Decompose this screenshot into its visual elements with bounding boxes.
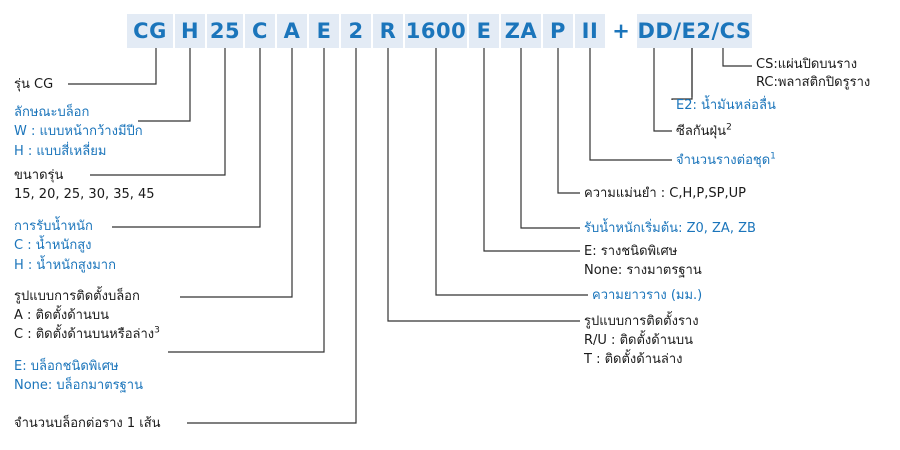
code-segment-za: ZA xyxy=(501,14,541,48)
line-rail-type xyxy=(483,48,580,252)
line-rails xyxy=(589,48,672,161)
code-segment-c: C xyxy=(245,14,275,48)
code-segment-a: A xyxy=(277,14,307,48)
label-series: รุ่น CG xyxy=(14,77,54,92)
code-segment-e: E xyxy=(309,14,339,48)
label-load-c: C : น้ำหนักสูง xyxy=(14,238,92,253)
label-block-type-w: W : แบบหน้ากว้างมีปีก xyxy=(14,124,143,139)
code-segment-r: R xyxy=(373,14,403,48)
code-segment-e-rail: E xyxy=(469,14,499,48)
label-rails-per-set: จำนวนรางต่อชุด1 xyxy=(676,151,776,168)
label-cover-rc: RC:พลาสติกปิดรูราง xyxy=(756,75,871,90)
label-rail-type-e: E: รางชนิดพิเศษ xyxy=(584,244,678,259)
code-segment-1600: 1600 xyxy=(405,14,467,48)
line-preload xyxy=(520,48,580,229)
label-mount-c: C : ติดตั้งด้านบนหรือล่าง3 xyxy=(14,325,160,342)
code-segment-dd-e2-cs: DD/E2/CS xyxy=(637,14,752,48)
label-accuracy: ความแม่นยำ : C,H,P,SP,UP xyxy=(584,186,746,201)
line-dust xyxy=(653,48,672,132)
label-special-none: None: บล็อกมาตรฐาน xyxy=(14,378,143,393)
label-preload: รับน้ำหนักเริ่มต้น: Z0, ZA, ZB xyxy=(584,221,756,236)
line-block-type xyxy=(138,48,191,122)
line-mount xyxy=(180,48,293,298)
label-rail-mount-ru: R/U : ติดตั้งด้านบน xyxy=(584,333,694,348)
label-size-title: ขนาดรุ่น xyxy=(14,168,64,183)
line-special xyxy=(168,48,325,353)
line-length xyxy=(435,48,588,296)
line-load xyxy=(112,48,261,228)
line-count xyxy=(187,48,357,424)
label-size-values: 15, 20, 25, 30, 35, 45 xyxy=(14,187,155,202)
label-rail-mount-title: รูปแบบการติดตั้งราง xyxy=(584,314,699,329)
code-segment-h: H xyxy=(175,14,205,48)
label-dust-seal: ซีลกันฝุ่น2 xyxy=(676,122,732,139)
code-segment-cg: CG xyxy=(127,14,173,48)
label-block-type-h: H : แบบสี่เหลี่ยม xyxy=(14,144,107,159)
label-load-title: การรับน้ำหนัก xyxy=(14,219,93,234)
code-segment-p: P xyxy=(543,14,573,48)
line-rail-mount xyxy=(387,48,580,322)
label-mount-a: A : ติดตั้งด้านบน xyxy=(14,308,109,323)
label-block-type-title: ลักษณะบล็อก xyxy=(14,105,90,120)
code-plus-sign: + xyxy=(612,19,630,43)
code-segment-ii: II xyxy=(575,14,605,48)
line-cover xyxy=(722,48,752,67)
line-size xyxy=(90,48,226,176)
line-accuracy xyxy=(557,48,580,194)
label-rail-mount-t: T : ติดตั้งด้านล่าง xyxy=(584,352,683,367)
label-count: จำนวนบล็อกต่อราง 1 เส้น xyxy=(14,416,161,431)
label-rail-type-none: None: รางมาตรฐาน xyxy=(584,263,702,278)
label-mount-title: รูปแบบการติดตั้งบล็อก xyxy=(14,289,140,304)
label-rail-length: ความยาวราง (มม.) xyxy=(592,288,703,303)
label-load-h: H : น้ำหนักสูงมาก xyxy=(14,258,116,273)
code-segment-25: 25 xyxy=(207,14,243,48)
line-series xyxy=(68,48,157,85)
label-special-e: E: บล็อกชนิดพิเศษ xyxy=(14,359,119,374)
label-e2-lube: E2: น้ำมันหล่อลื่น xyxy=(676,98,776,113)
code-segment-2: 2 xyxy=(341,14,371,48)
label-cover-cs: CS:แผ่นปิดบนราง xyxy=(756,57,858,72)
line-lube-stub xyxy=(671,48,693,100)
